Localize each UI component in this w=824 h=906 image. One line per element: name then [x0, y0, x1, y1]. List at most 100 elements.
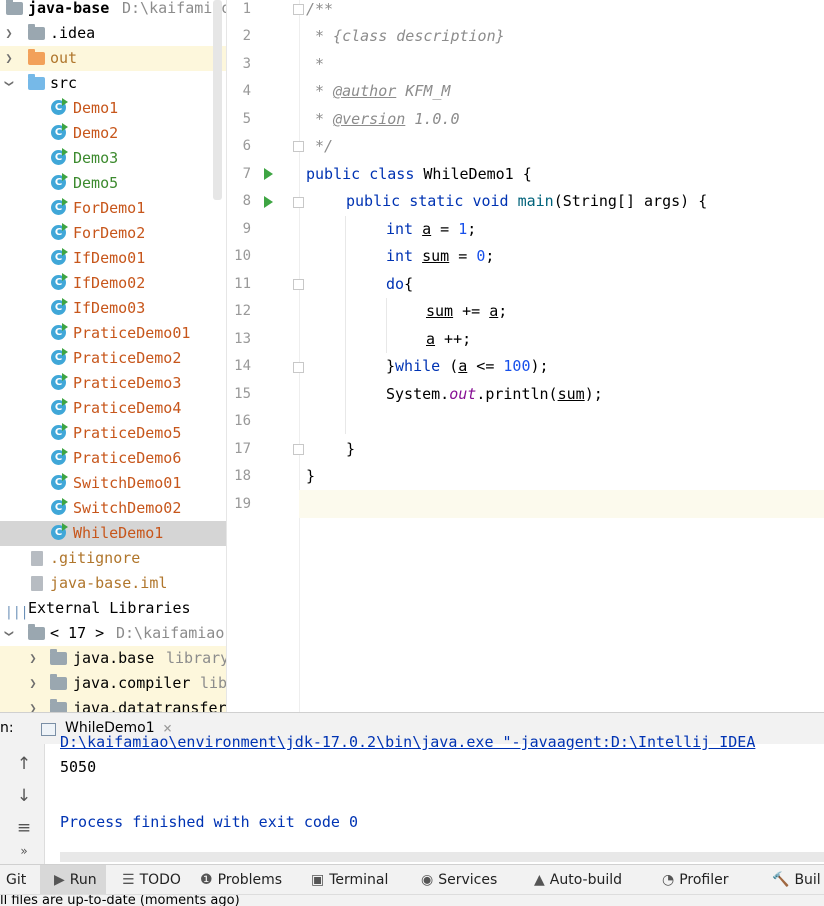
- line-number: 4: [242, 83, 251, 99]
- class-item-praticedemo5[interactable]: C PraticeDemo5: [0, 421, 226, 446]
- line-number: 17: [234, 441, 251, 457]
- class-item-praticedemo4[interactable]: C PraticeDemo4: [0, 396, 226, 421]
- project-root[interactable]: java-base D:\kaifamiao: [0, 0, 226, 21]
- code-line-18: }: [306, 467, 316, 485]
- class-item-ifdemo01[interactable]: C IfDemo01: [0, 246, 226, 271]
- tab-profiler[interactable]: ◔Profiler: [662, 865, 729, 895]
- tree-scrollbar[interactable]: [213, 0, 222, 200]
- variable: a: [422, 220, 432, 238]
- tab-run[interactable]: ▶Run: [40, 865, 106, 895]
- run-main-icon[interactable]: [264, 196, 273, 208]
- class-item-fordemo1[interactable]: C ForDemo1: [0, 196, 226, 221]
- fold-icon[interactable]: [293, 444, 304, 455]
- chevron-right-icon[interactable]: ❯: [5, 51, 13, 65]
- tab-label: Git: [6, 872, 27, 888]
- lib-item-java-datatransfer[interactable]: ❯ java.datatransfer: [0, 696, 226, 712]
- runnable-marker-icon: [62, 123, 68, 131]
- class-label: SwitchDemo02: [73, 499, 182, 517]
- file-item-iml[interactable]: java-base.iml: [0, 571, 226, 596]
- chevron-right-icon[interactable]: ❯: [29, 651, 37, 665]
- lib-item-java-base[interactable]: ❯ java.base library: [0, 646, 226, 671]
- code-line-2: * {class description}: [315, 27, 505, 45]
- operator: =: [431, 220, 459, 238]
- external-libraries[interactable]: ||| External Libraries: [0, 596, 226, 621]
- class-label: PraticeDemo3: [73, 374, 182, 392]
- chevron-down-icon[interactable]: ❯: [2, 629, 17, 638]
- tab-git[interactable]: Git: [6, 865, 26, 895]
- run-panel-label: n:: [0, 720, 14, 736]
- lib-item-java-compiler[interactable]: ❯ java.compiler lib: [0, 671, 226, 696]
- line-number: 15: [234, 386, 251, 402]
- chevron-right-icon[interactable]: ❯: [29, 676, 37, 690]
- jdk-item[interactable]: ❯ < 17 > D:\kaifamiao: [0, 621, 226, 646]
- keyword: int: [386, 220, 414, 238]
- run-class-icon[interactable]: [264, 168, 273, 180]
- tab-todo[interactable]: ☰TODO: [122, 865, 181, 895]
- fold-icon[interactable]: [293, 362, 304, 373]
- class-item-fordemo2[interactable]: C ForDemo2: [0, 221, 226, 246]
- runnable-marker-icon: [62, 173, 68, 181]
- tab-label: Run: [69, 872, 97, 888]
- code-line-4: * @author KFM_M: [315, 82, 451, 100]
- console-icon: [41, 723, 56, 736]
- variable: a: [489, 302, 499, 320]
- class-label: Demo1: [73, 99, 119, 117]
- class-label: ForDemo1: [73, 199, 146, 217]
- project-name: java-base: [28, 0, 110, 17]
- tree-item-src[interactable]: ❯ src: [0, 71, 226, 96]
- chevron-right-icon[interactable]: ❯: [29, 701, 37, 712]
- line-number: 2: [242, 28, 251, 44]
- line-number: 1: [242, 1, 251, 17]
- console-command-line[interactable]: D:\kaifamiao\environment\jdk-17.0.2\bin\…: [60, 734, 756, 750]
- code-line-3: *: [315, 55, 325, 73]
- file-label: .gitignore: [50, 549, 141, 567]
- more-icon[interactable]: »: [20, 844, 28, 858]
- file-label: java-base.iml: [50, 574, 168, 592]
- console-scrollbar[interactable]: [60, 852, 824, 862]
- run-tab-label: WhileDemo1: [65, 720, 155, 736]
- file-item-gitignore[interactable]: .gitignore: [0, 546, 226, 571]
- operator: +=: [453, 302, 490, 320]
- runnable-marker-icon: [62, 348, 68, 356]
- arrow-up-icon[interactable]: ↑: [16, 754, 32, 774]
- class-item-praticedemo2[interactable]: C PraticeDemo2: [0, 346, 226, 371]
- fold-icon[interactable]: [293, 4, 304, 15]
- runnable-marker-icon: [62, 498, 68, 506]
- tab-services[interactable]: ◉Services: [421, 865, 497, 895]
- chevron-down-icon[interactable]: ❯: [2, 79, 17, 88]
- tab-auto-build[interactable]: ▲Auto-build: [534, 865, 622, 895]
- tab-build[interactable]: 🔨Buil: [772, 865, 821, 895]
- code-line-10: int sum = 0;: [306, 243, 494, 270]
- close-icon[interactable]: ×: [163, 719, 173, 737]
- class-item-demo5[interactable]: C Demo5: [0, 171, 226, 196]
- tree-item-out[interactable]: ❯ out: [0, 46, 226, 71]
- punctuation: ;: [485, 247, 495, 265]
- class-item-praticedemo3[interactable]: C PraticeDemo3: [0, 371, 226, 396]
- variable: a: [426, 330, 436, 348]
- number: 1: [458, 220, 468, 238]
- tree-item-idea[interactable]: ❯ .idea: [0, 21, 226, 46]
- fold-icon[interactable]: [293, 279, 304, 290]
- arrow-down-icon[interactable]: ↓: [16, 786, 32, 806]
- tab-terminal[interactable]: ▣Terminal: [311, 865, 388, 895]
- fold-icon[interactable]: [293, 141, 304, 152]
- fold-icon[interactable]: [293, 197, 304, 208]
- class-item-whiledemo1-selected[interactable]: C WhileDemo1: [0, 521, 226, 546]
- class-item-demo2[interactable]: C Demo2: [0, 121, 226, 146]
- javadoc-tag: @author: [333, 82, 397, 100]
- line-number: 11: [234, 276, 251, 292]
- class-item-demo1[interactable]: C Demo1: [0, 96, 226, 121]
- class-item-switchdemo02[interactable]: C SwitchDemo02: [0, 496, 226, 521]
- class-item-ifdemo02[interactable]: C IfDemo02: [0, 271, 226, 296]
- class-item-switchdemo01[interactable]: C SwitchDemo01: [0, 471, 226, 496]
- class-item-praticedemo6[interactable]: C PraticeDemo6: [0, 446, 226, 471]
- library-icon: |||: [5, 605, 29, 620]
- class-item-demo3[interactable]: C Demo3: [0, 146, 226, 171]
- soft-wrap-icon[interactable]: ≡: [16, 818, 32, 838]
- class-item-ifdemo03[interactable]: C IfDemo03: [0, 296, 226, 321]
- run-console[interactable]: D:\kaifamiao\environment\jdk-17.0.2\bin\…: [0, 734, 824, 864]
- class-item-praticedemo01[interactable]: C PraticeDemo01: [0, 321, 226, 346]
- chevron-right-icon[interactable]: ❯: [5, 26, 13, 40]
- runnable-marker-icon: [62, 423, 68, 431]
